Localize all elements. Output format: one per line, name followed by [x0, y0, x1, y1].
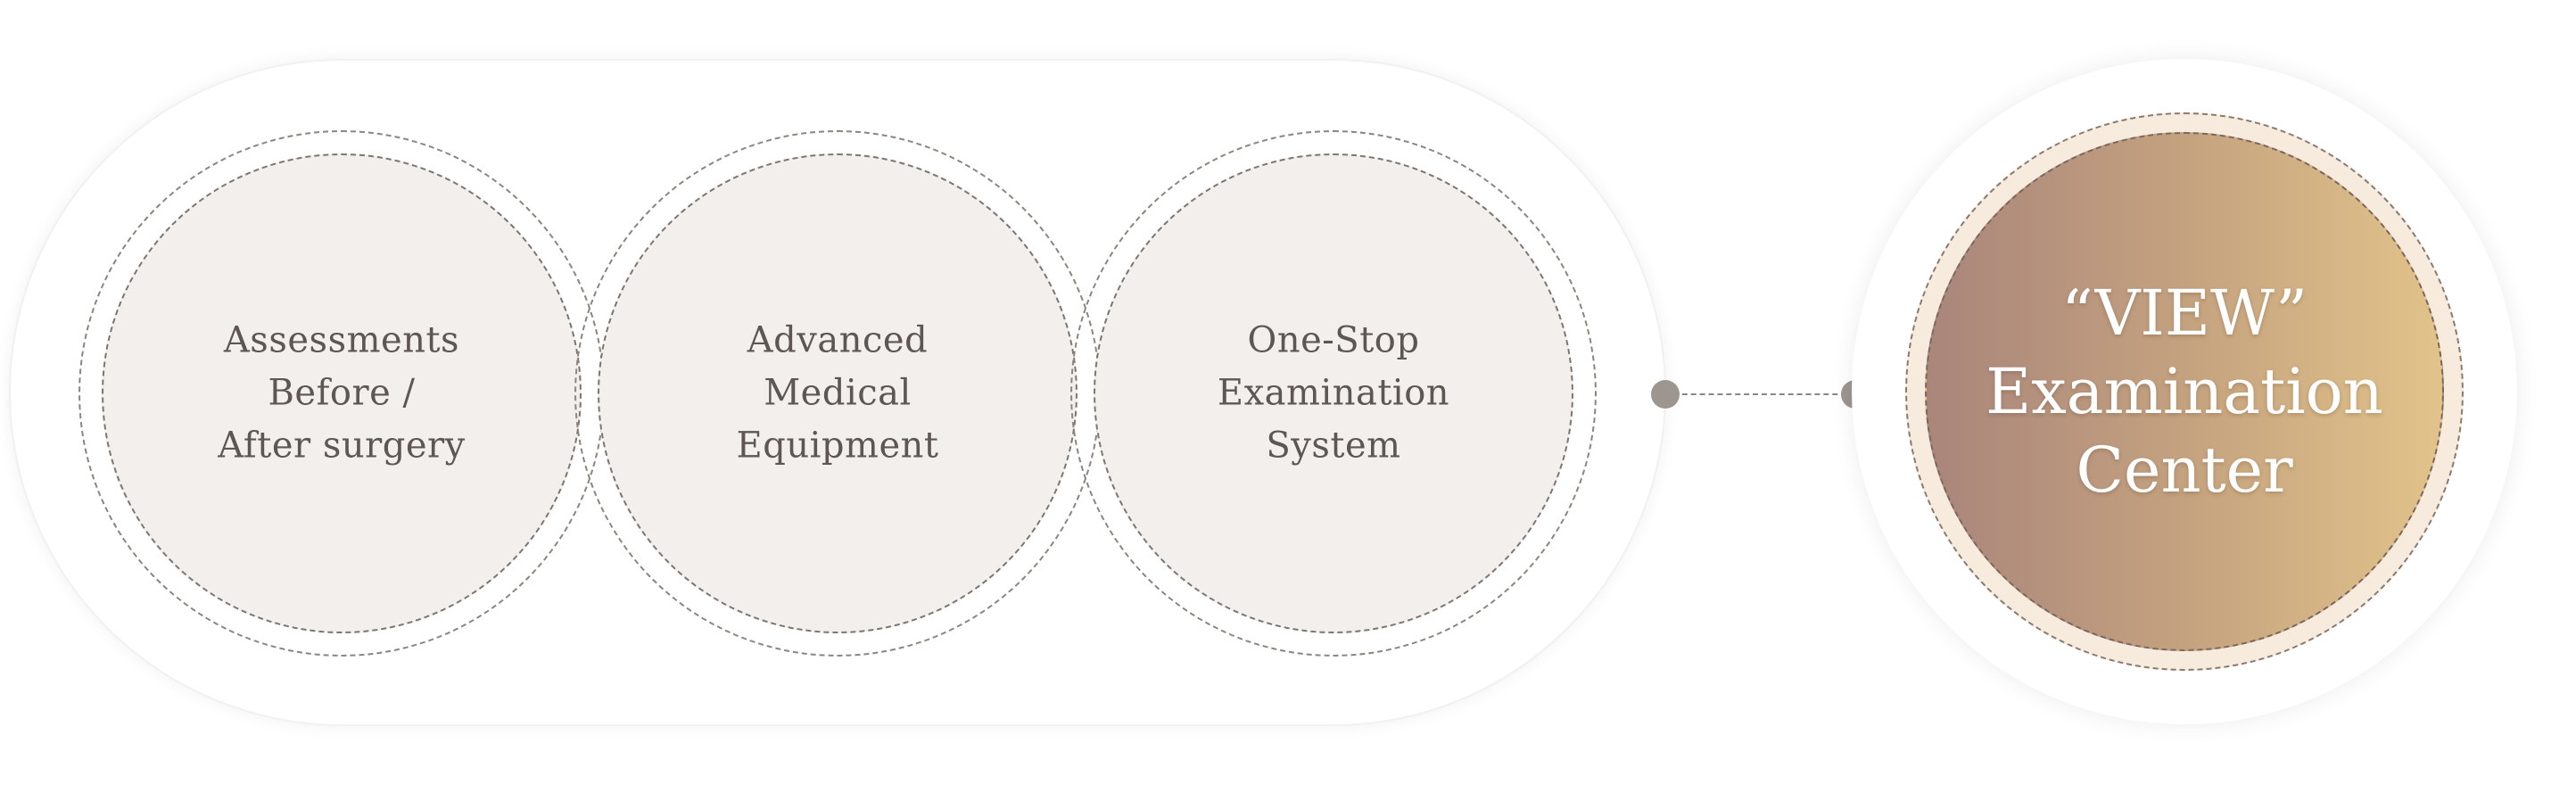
feature-label: Assessments Before / After surgery: [103, 315, 580, 473]
feature-circle-assessments: Assessments Before / After surgery: [78, 130, 605, 657]
feature-label: Advanced Medical Equipment: [599, 315, 1076, 473]
feature-label-line: System: [1266, 425, 1401, 467]
feature-label: One-Stop Examination System: [1095, 315, 1572, 473]
feature-disc: One-Stop Examination System: [1094, 153, 1573, 633]
feature-label-line: After surgery: [218, 425, 466, 467]
feature-label-line: Equipment: [736, 425, 939, 467]
feature-label-line: Assessments: [223, 319, 460, 361]
center-label-line: Examination: [1986, 355, 2383, 428]
center-label-line: Center: [2076, 434, 2293, 507]
feature-circle-equipment: Advanced Medical Equipment: [574, 130, 1101, 657]
center-label: “VIEW” Examination Center: [1927, 274, 2442, 509]
feature-label-line: Examination: [1217, 372, 1450, 414]
feature-circle-system: One-Stop Examination System: [1070, 130, 1597, 657]
center-circle-wrapper: “VIEW” Examination Center: [1852, 59, 2517, 724]
feature-disc: Advanced Medical Equipment: [598, 153, 1077, 633]
feature-label-line: One-Stop: [1247, 319, 1420, 361]
feature-label-line: Medical: [764, 372, 912, 414]
connector-line: [1664, 393, 1855, 395]
feature-disc: Assessments Before / After surgery: [102, 153, 582, 633]
center-label-line: “VIEW”: [2060, 277, 2308, 350]
feature-label-line: Advanced: [747, 319, 929, 361]
center-disc: “VIEW” Examination Center: [1925, 132, 2444, 651]
feature-outer-ring: [1070, 130, 1597, 657]
feature-label-line: Before /: [268, 372, 416, 414]
connector-dot-left: [1651, 380, 1680, 409]
